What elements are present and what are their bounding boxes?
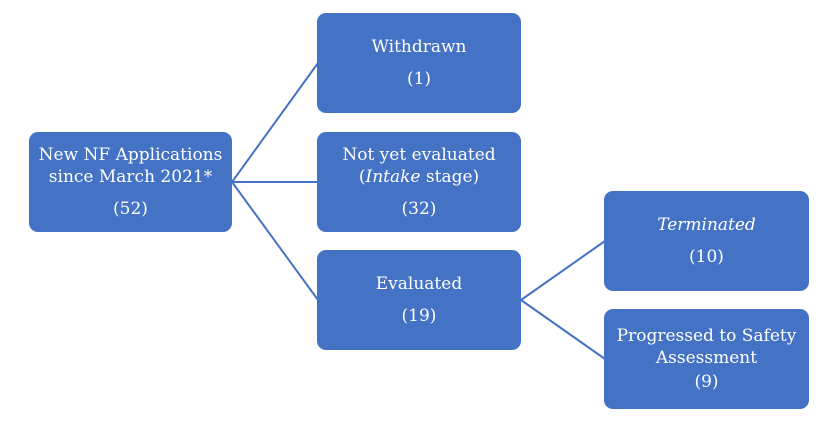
terminated-count: (10): [689, 247, 724, 267]
evaluated-count: (19): [401, 306, 437, 326]
withdrawn-count: (1): [406, 69, 432, 89]
withdrawn-node: Withdrawn (1): [317, 13, 521, 113]
terminated-label: Terminated: [657, 215, 756, 235]
terminated-node: Terminated (10): [604, 191, 809, 291]
stage-rest: stage): [420, 167, 480, 187]
connector-evaluated-terminated: [520, 240, 606, 301]
connector-evaluated-progressed: [520, 299, 606, 360]
progressed-node: Progressed to Safety Assessment (9): [604, 309, 809, 409]
connector-root-withdrawn: [231, 62, 319, 183]
stage-paren-open: (: [358, 167, 366, 187]
root-node-line2: since March 2021*: [48, 167, 213, 187]
root-node-line1: New NF Applications: [38, 145, 223, 165]
not-evaluated-count: (32): [401, 199, 437, 219]
not-evaluated-label: Not yet evaluated: [342, 145, 496, 165]
withdrawn-label: Withdrawn: [371, 37, 467, 57]
not-evaluated-node: Not yet evaluated (Intake stage) (32): [317, 132, 521, 232]
root-node-new-applications: New NF Applications since March 2021* (5…: [29, 132, 232, 232]
progressed-count: (9): [694, 372, 719, 392]
not-evaluated-stage: (Intake stage): [359, 166, 479, 188]
progressed-line2: Assessment: [655, 348, 758, 368]
evaluated-node: Evaluated (19): [317, 250, 521, 350]
root-node-count: (52): [113, 199, 148, 219]
stage-intake-italic: Intake: [365, 167, 421, 187]
progressed-line1: Progressed to Safety: [616, 326, 797, 346]
connector-root-evaluated: [231, 181, 319, 301]
evaluated-label: Evaluated: [375, 274, 463, 294]
